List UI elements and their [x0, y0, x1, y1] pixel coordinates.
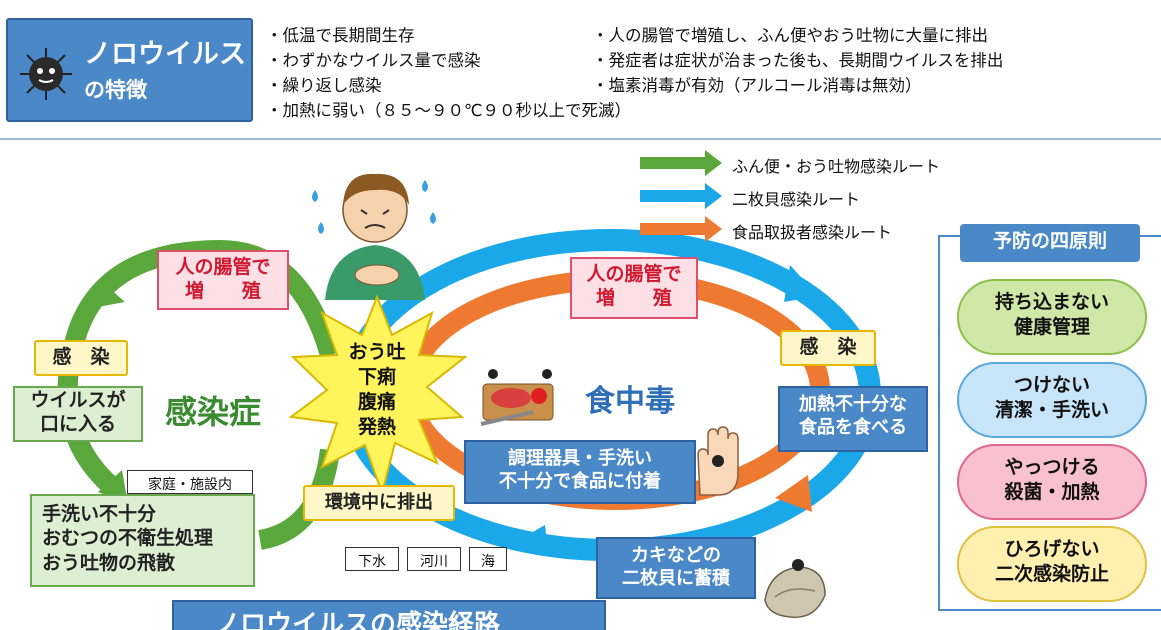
tomato-shape: [531, 388, 547, 404]
utensil-line2: 不十分で食品に付着: [499, 470, 661, 492]
symptom-item: 下痢: [357, 366, 396, 389]
prevention-item-line2: 清潔・手洗い: [994, 398, 1109, 421]
legend-label: 食品取扱者感染ルート: [732, 223, 893, 242]
utensil-line1: 調理器具・手洗い: [508, 448, 652, 469]
cutting-board-illustration: [480, 369, 554, 426]
prevention-item-bring-in: 持ち込まない 健康管理: [957, 279, 1147, 355]
symptom-item: 発熱: [357, 416, 396, 439]
infectious-disease-label: 感染症: [165, 393, 262, 431]
footer-title: ノロウイルスの感染経路: [214, 610, 501, 630]
eat-line1: 加熱不十分な: [799, 394, 907, 415]
bivalve-accumulation-box: カキなどの 二枚貝に蓄積: [596, 537, 756, 599]
infection-causes-box: 手洗い不十分 おむつの不衛生処理 おう吐物の飛散: [30, 494, 255, 587]
legend-label: 二枚貝感染ルート: [732, 190, 861, 209]
sick-person-illustration: [312, 173, 436, 300]
legend-green-arrow: [640, 150, 722, 176]
symptoms-list: おう吐 下痢 腹痛 発熱: [337, 340, 417, 440]
right-infection-box: 感 染: [780, 330, 876, 366]
feature-item: ・わずかなウイルス量で感染: [266, 51, 481, 70]
feature-item: ・人の腸管で増殖し、ふん便やおう吐物に大量に排出: [592, 26, 988, 45]
feature-item: ・低温で長期間生存: [266, 26, 415, 45]
cause-item: おむつの不衛生処理: [42, 527, 214, 550]
features-title-line2: の特徴: [84, 78, 147, 102]
prevention-item-line1: ひろげない: [1004, 538, 1100, 560]
river-tag: 河川: [407, 547, 461, 571]
left-intestine-line2: 増 殖: [184, 279, 261, 302]
legend-orange-arrow: [640, 216, 722, 242]
prevention-title: 予防の四原則: [960, 224, 1140, 262]
eat-line2: 食品を食べる: [799, 416, 907, 438]
eyes-shape: [360, 209, 390, 215]
meat-shape: [491, 388, 531, 408]
knife-shape: [480, 410, 534, 426]
legend-arrows: [640, 150, 722, 242]
sewage-tag: 下水: [345, 547, 399, 571]
hand-shape: [354, 264, 400, 286]
legend-blue-arrow: [640, 183, 722, 209]
prevention-item-line1: やっつける: [1004, 456, 1100, 478]
feature-item: ・加熱に弱い（８５～９０℃９０秒以上で死滅）: [266, 101, 632, 120]
prevention-item-eliminate: やっつける 殺菌・加熱: [957, 444, 1147, 520]
features-title-line1: ノロウイルス: [84, 39, 246, 70]
sea-tag: 海: [469, 547, 507, 571]
right-intestine-box: 人の腸管で 増 殖: [570, 257, 698, 319]
eat-undercooked-box: 加熱不十分な 食品を食べる: [778, 386, 928, 452]
virus-icon: [20, 48, 72, 100]
prevention-item-line2: 殺菌・加熱: [1004, 480, 1100, 503]
feature-item: ・発症者は症状が治まった後も、長期間ウイルスを排出: [592, 51, 1004, 70]
oyster-line1: カキなどの: [631, 545, 721, 566]
right-intestine-line1: 人の腸管で: [586, 263, 682, 285]
left-intestine-line1: 人の腸管で: [175, 256, 271, 278]
mouth-shape: [364, 224, 386, 229]
feature-item: ・繰り返し感染: [266, 76, 382, 95]
prevention-item-line1: 持ち込まない: [994, 291, 1109, 313]
right-intestine-line2: 増 殖: [595, 286, 672, 309]
blue-arrowhead: [784, 265, 818, 302]
sweat-drop-icon: [318, 222, 324, 234]
hand-illustration: [697, 426, 739, 496]
sweat-drop-icon: [430, 212, 436, 224]
sweat-drop-icon: [312, 190, 318, 202]
prevention-item-spread: ひろげない 二次感染防止: [957, 526, 1147, 602]
orange-arrowhead: [775, 475, 812, 512]
oyster-illustration: [764, 559, 826, 619]
symptom-item: 腹痛: [357, 391, 396, 414]
footer-title-bar: ノロウイルスの感染経路: [172, 600, 606, 630]
feature-item: ・塩素消毒が有効（アルコール消毒は無効）: [592, 76, 922, 95]
prevention-item-line2: 健康管理: [1013, 315, 1090, 338]
prevention-item-line2: 二次感染防止: [994, 562, 1109, 585]
oyster-ridge-shape: [774, 588, 816, 598]
legend-label: ふん便・おう吐物感染ルート: [732, 157, 941, 176]
cause-item: おう吐物の飛散: [42, 551, 176, 574]
prevention-item-line1: つけない: [1013, 374, 1090, 396]
food-poisoning-label: 食中毒: [585, 384, 675, 419]
hair-shape: [343, 173, 409, 205]
green-arrowhead: [92, 280, 125, 308]
mouth-line1: ウイルスが: [30, 389, 126, 411]
environment-discharge-box: 環境中に排出: [303, 485, 455, 521]
virus-dot-icon: [542, 369, 552, 379]
virus-dot-icon: [712, 455, 724, 467]
virus-dot-icon: [792, 559, 804, 571]
oyster-line2: 二枚貝に蓄積: [622, 567, 730, 589]
sweat-drop-icon: [422, 180, 428, 192]
prevention-item-attach: つけない 清潔・手洗い: [957, 362, 1147, 438]
symptom-item: おう吐: [348, 341, 406, 363]
oyster-shell-shape: [764, 566, 826, 619]
cause-item: 手洗い不十分: [42, 503, 157, 525]
left-intestine-box: 人の腸管で 増 殖: [157, 250, 289, 310]
virus-enters-mouth-box: ウイルスが 口に入る: [13, 386, 143, 442]
utensil-contamination-box: 調理器具・手洗い 不十分で食品に付着: [464, 440, 696, 504]
virus-dot-icon: [488, 369, 498, 379]
left-infection-box: 感 染: [34, 340, 128, 376]
home-facility-tag: 家庭・施設内: [127, 470, 253, 494]
blue-arrowhead: [515, 525, 548, 552]
mouth-line2: 口に入る: [39, 412, 116, 435]
features-title-box: ノロウイルス の特徴: [6, 18, 253, 122]
